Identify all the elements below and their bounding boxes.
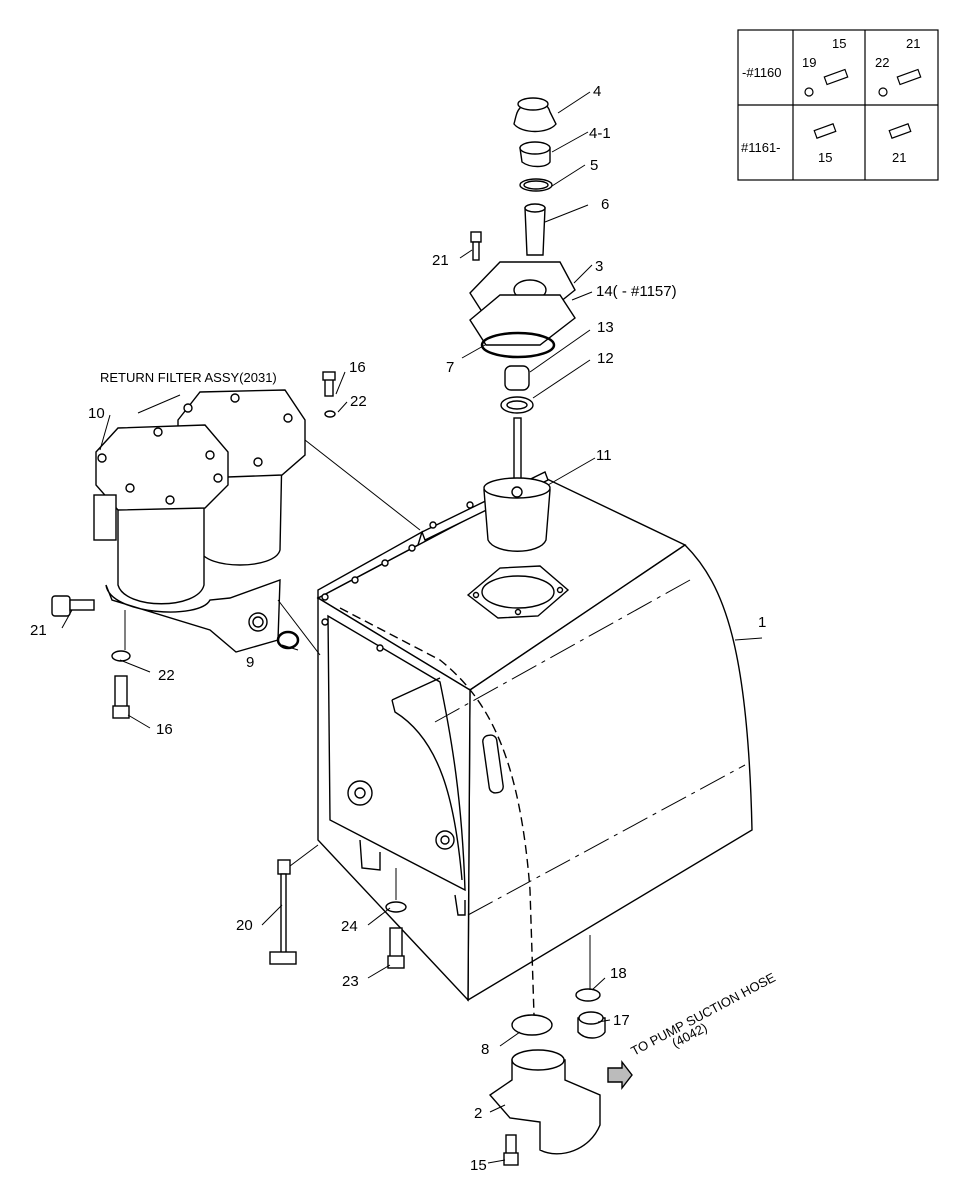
callout-20: 20 xyxy=(236,917,253,934)
callout-13: 13 xyxy=(597,319,614,336)
small-parts xyxy=(51,231,633,1166)
cover-assembly xyxy=(469,97,576,552)
callout-23: 23 xyxy=(342,973,359,990)
row2-cell2: 21 xyxy=(892,150,906,165)
callout-21-top: 21 xyxy=(432,252,449,269)
row1-cell2-a: 22 xyxy=(875,55,889,70)
callout-16-bottom: 16 xyxy=(156,721,173,738)
callout-21-left: 21 xyxy=(30,622,47,639)
callout-11: 11 xyxy=(596,447,612,464)
callout-9: 9 xyxy=(246,654,254,671)
callout-8: 8 xyxy=(481,1041,489,1058)
row1-cell2-b: 21 xyxy=(906,36,920,51)
row2-serial: #1161- xyxy=(741,140,781,155)
hydraulic-tank xyxy=(316,471,753,1016)
callout-5: 5 xyxy=(590,157,598,174)
callout-2: 2 xyxy=(474,1105,482,1122)
row1-cell1-b: 15 xyxy=(832,36,846,51)
tank-top-flange xyxy=(466,565,570,619)
row1-cell1-a: 19 xyxy=(802,55,816,70)
return-filter-assy xyxy=(93,389,421,656)
variant-table: -#1160 #1161- 19 15 22 21 15 21 xyxy=(737,29,939,181)
callout-14: 14( - #1157) xyxy=(596,283,677,300)
callout-17: 17 xyxy=(613,1012,630,1029)
callout-22-top: 22 xyxy=(350,393,367,410)
callout-12: 12 xyxy=(597,350,614,367)
callout-18: 18 xyxy=(610,965,627,982)
callout-16-top: 16 xyxy=(349,359,366,376)
callout-4-1: 4-1 xyxy=(589,125,611,142)
callout-15: 15 xyxy=(470,1157,487,1174)
side-note-line1: TO PUMP SUCTION HOSE xyxy=(628,970,778,1059)
callout-10: 10 xyxy=(88,405,105,422)
row2-cell1: 15 xyxy=(818,150,832,165)
leader-lines xyxy=(61,91,763,1164)
callout-3: 3 xyxy=(595,258,603,275)
diagram-title: RETURN FILTER ASSY(2031) xyxy=(100,370,277,385)
callout-4: 4 xyxy=(593,83,601,100)
callout-1: 1 xyxy=(758,614,766,631)
row1-serial: -#1160 xyxy=(742,65,782,80)
callout-7: 7 xyxy=(446,359,454,376)
callout-24: 24 xyxy=(341,918,358,935)
callout-6: 6 xyxy=(601,196,609,213)
callout-22-left: 22 xyxy=(158,667,175,684)
